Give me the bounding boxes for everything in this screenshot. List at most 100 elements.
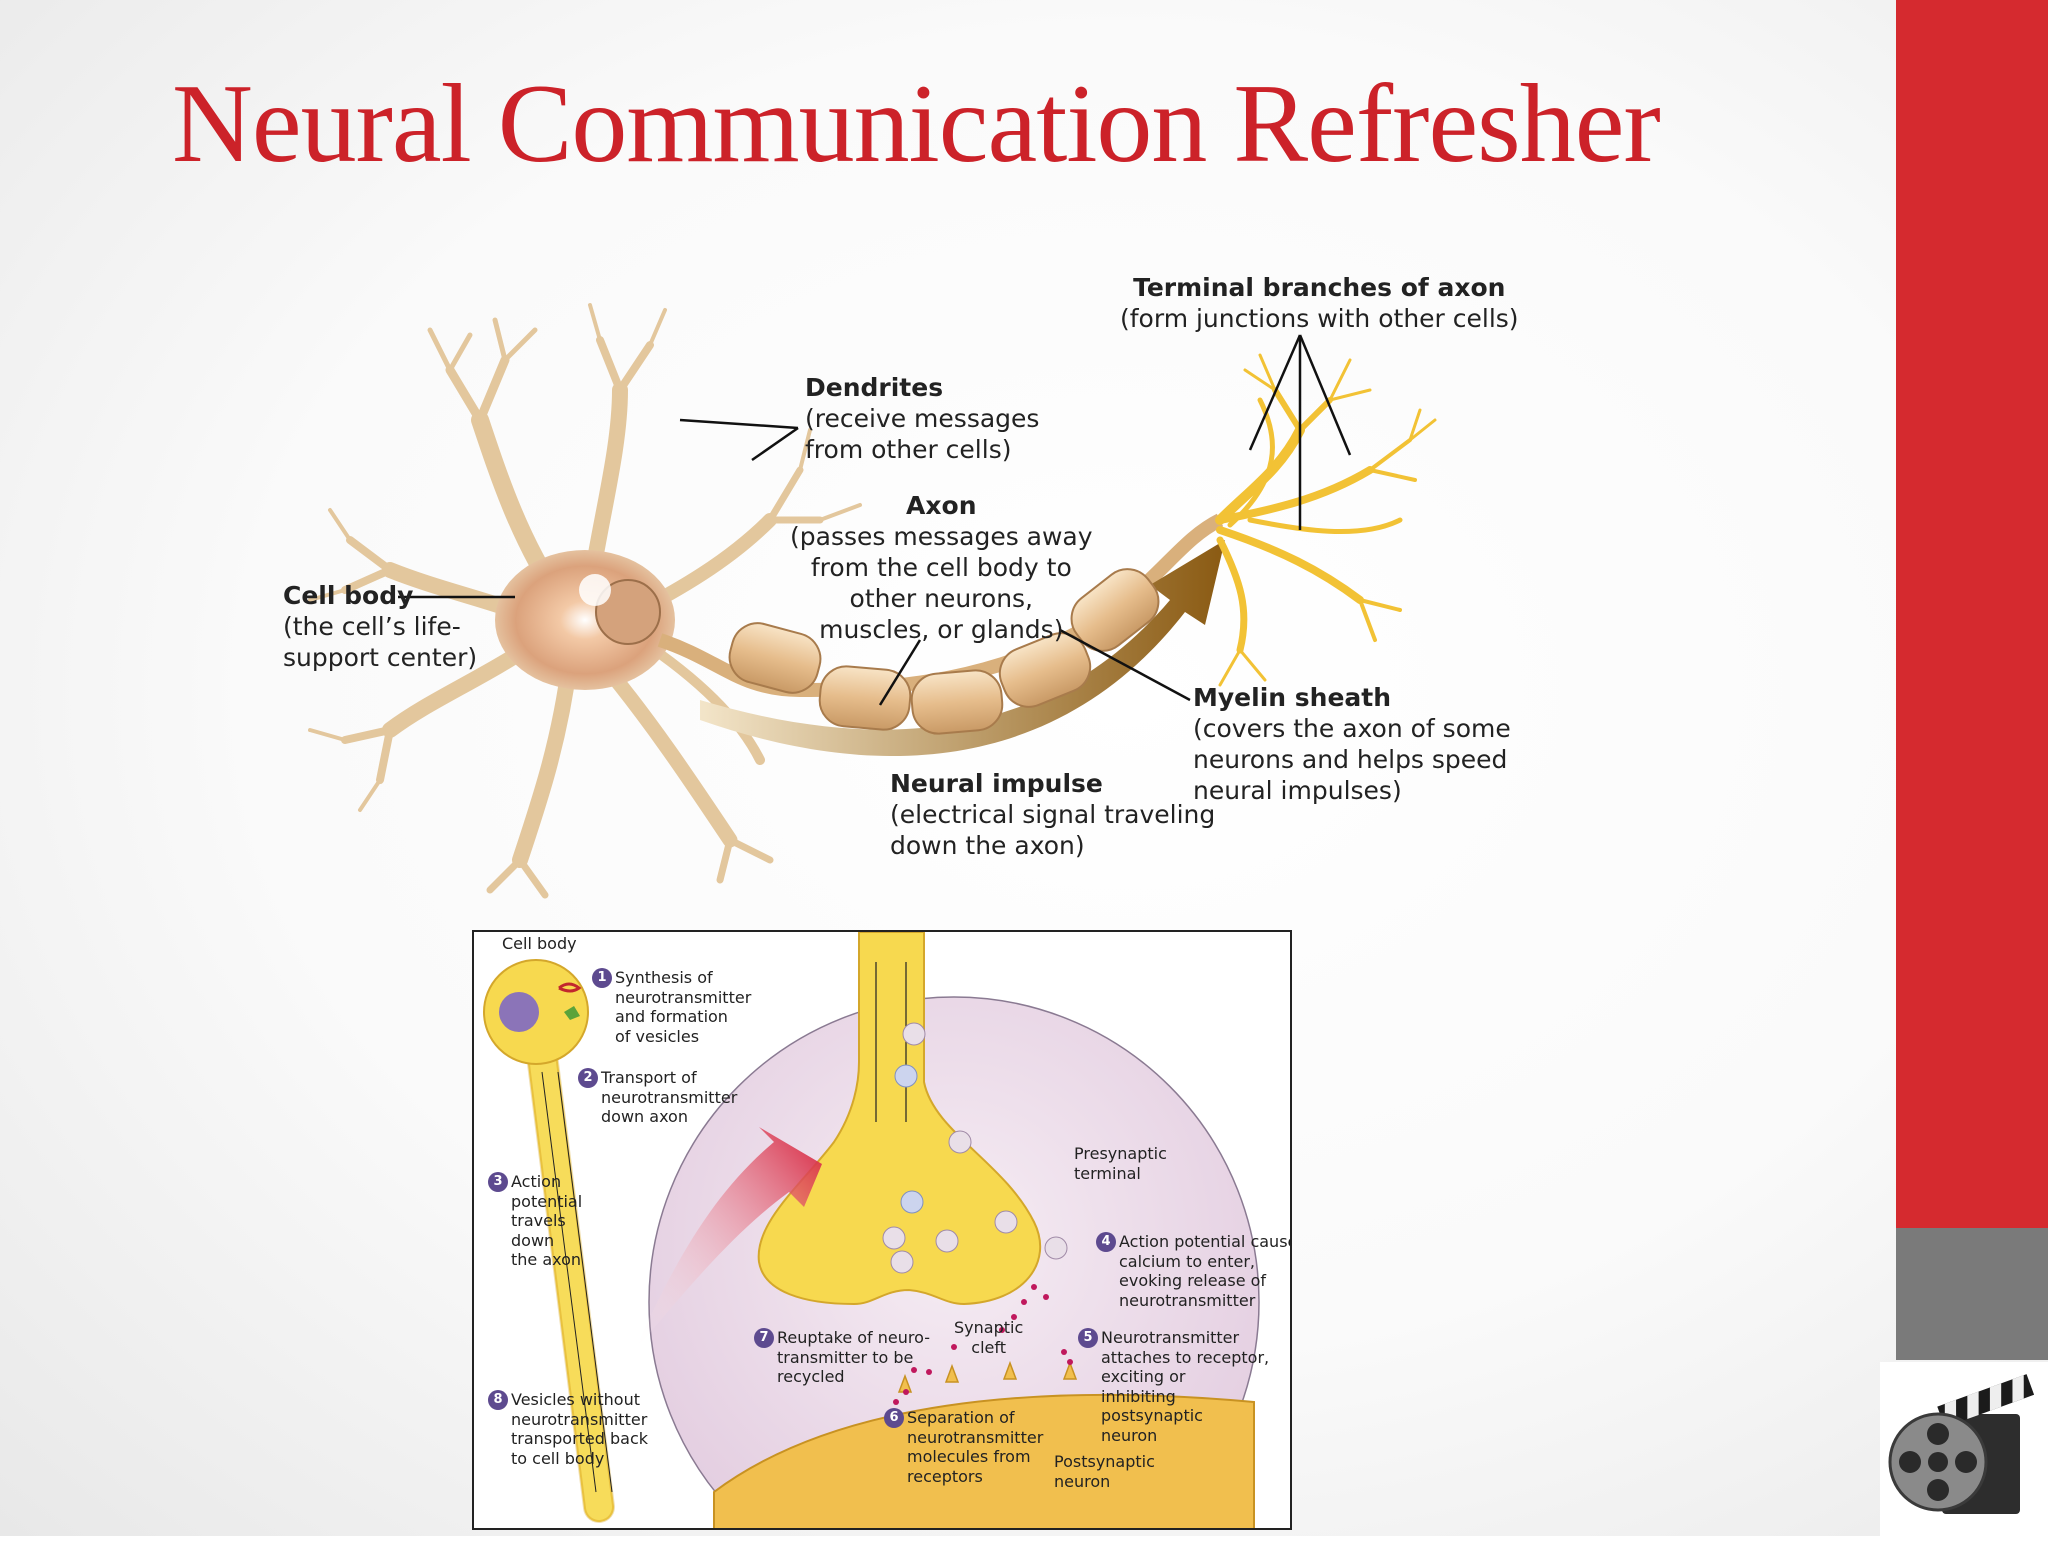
step-line: neurotransmitter (615, 987, 752, 1007)
label-terminal-title: Terminal branches of axon (1133, 273, 1506, 302)
step-line: evoking release of (1119, 1271, 1267, 1290)
magnify-arrow (634, 1127, 822, 1352)
label-impulse-line: (electrical signal traveling (890, 800, 1216, 829)
label-axon-line: (passes messages away (790, 522, 1093, 551)
step-4: 4 Action potential causes calcium to ent… (1096, 1232, 1292, 1310)
label-myelin-line: neural impulses) (1193, 776, 1402, 805)
step-line: and formation (615, 1007, 728, 1026)
receptors (897, 1360, 1078, 1393)
step-line: molecules from (907, 1447, 1031, 1466)
postsynaptic-neuron (713, 1393, 1255, 1528)
step-3: 3 Action potential travels down the axon (488, 1172, 582, 1270)
step-number-badge: 1 (592, 968, 612, 988)
postsynaptic-line: neuron (1054, 1471, 1111, 1491)
label-myelin-sheath: Myelin sheath (covers the axon of some n… (1193, 682, 1511, 806)
label-cell-body-title: Cell body (283, 581, 414, 610)
neural-impulse-arrow (700, 540, 1225, 757)
step-number-badge: 2 (578, 1068, 598, 1088)
page-title: Neural Communication Refresher (172, 62, 1661, 186)
step-line: neurotransmitter (511, 1409, 648, 1429)
step-line: transmitter to be (777, 1347, 914, 1367)
label-presynaptic-terminal: Presynaptic terminal (1074, 1144, 1167, 1183)
label-neural-impulse: Neural impulse (electrical signal travel… (890, 768, 1215, 861)
terminal-branches (1215, 353, 1437, 687)
step-number-badge: 7 (754, 1328, 774, 1348)
label-terminal-branches: Terminal branches of axon (form junction… (1120, 272, 1519, 334)
step-7: 7 Reuptake of neuro- transmitter to be r… (754, 1328, 930, 1387)
step-number-badge: 3 (488, 1172, 508, 1192)
label-impulse-line: down the axon) (890, 831, 1085, 860)
synapse-diagram (483, 932, 1260, 1528)
step-line: calcium to enter, (1119, 1251, 1256, 1271)
step-6: 6 Separation of neurotransmitter molecul… (884, 1408, 1043, 1486)
cleft-line: cleft (971, 1337, 1006, 1357)
small-neuron (483, 959, 615, 1523)
step-line: potential (511, 1191, 583, 1211)
film-reel-clapperboard-icon (1888, 1374, 2035, 1514)
step-line: exciting or (1101, 1367, 1186, 1386)
label-myelin-line: neurons and helps speed (1193, 745, 1508, 774)
step-2: 2 Transport of neurotransmitter down axo… (578, 1068, 737, 1127)
step-line: Reuptake of neuro- (777, 1328, 930, 1347)
step-line: inhibiting (1101, 1386, 1176, 1406)
step-line: recycled (777, 1367, 845, 1386)
vesicles (882, 1022, 1068, 1274)
label-axon-line: from the cell body to (810, 553, 1072, 582)
label-axon-line: muscles, or glands) (819, 615, 1064, 644)
step-8: 8 Vesicles without neurotransmitter tran… (488, 1390, 648, 1468)
step-line: attaches to receptor, (1101, 1347, 1270, 1367)
step-number-badge: 5 (1078, 1328, 1098, 1348)
step-line: postsynaptic (1101, 1406, 1203, 1425)
sidebar-accent-red (1896, 0, 2048, 1228)
step-line: transported back (511, 1429, 649, 1448)
step-line: the axon (511, 1250, 582, 1269)
presynaptic-line: terminal (1074, 1163, 1141, 1183)
label-cell-body: Cell body (the cell’s life- support cent… (283, 580, 477, 673)
step-line: neurotransmitter (1119, 1290, 1256, 1310)
video-link-button[interactable] (1880, 1362, 2048, 1536)
label-dendrites-title: Dendrites (805, 373, 944, 402)
step-line: travels (511, 1211, 566, 1230)
label-dendrites: Dendrites (receive messages from other c… (805, 372, 1039, 465)
step-line: Vesicles without (511, 1390, 640, 1409)
label-axon: Axon (passes messages away from the cell… (790, 490, 1093, 645)
label-postsynaptic-neuron: Postsynaptic neuron (1054, 1452, 1155, 1491)
label-cell-body-line: support center) (283, 643, 478, 672)
step-line: neuron (1101, 1425, 1158, 1445)
label-myelin-title: Myelin sheath (1193, 683, 1392, 712)
step-line: Action (511, 1172, 562, 1191)
label-axon-title: Axon (906, 491, 977, 520)
label-dendrites-line: from other cells) (805, 435, 1012, 464)
presynaptic-line: Presynaptic (1074, 1144, 1167, 1163)
neurotransmitter-molecules (893, 1284, 1073, 1405)
synapse-cell-body-label: Cell body (502, 934, 577, 953)
label-myelin-line: (covers the axon of some (1193, 714, 1511, 743)
label-cell-body-line: (the cell’s life- (283, 612, 461, 641)
postsynaptic-line: Postsynaptic (1054, 1452, 1155, 1471)
myelin-sheath-segments (728, 568, 1160, 735)
step-line: Neurotransmitter (1101, 1328, 1240, 1347)
label-impulse-title: Neural impulse (890, 769, 1103, 798)
step-line: neurotransmitter (907, 1427, 1044, 1447)
label-terminal-line: (form junctions with other cells) (1120, 304, 1519, 333)
nucleus (595, 579, 661, 645)
label-axon-line: other neurons, (849, 584, 1034, 613)
label-dendrites-line: (receive messages (805, 404, 1040, 433)
synapse-diagram-panel: Cell body 1 Synthesis of neurotransmitte… (472, 930, 1292, 1530)
label-pointer-lines (398, 334, 1352, 706)
step-line: down (511, 1230, 555, 1250)
step-line: Synthesis of (615, 968, 713, 987)
cleft-line: Synaptic (954, 1318, 1024, 1337)
step-line: Separation of (907, 1408, 1015, 1427)
step-number-badge: 6 (884, 1408, 904, 1428)
step-line: of vesicles (615, 1026, 700, 1046)
label-synaptic-cleft: Synaptic cleft (954, 1318, 1023, 1357)
step-line: Action potential causes (1119, 1232, 1292, 1251)
step-number-badge: 4 (1096, 1232, 1116, 1252)
step-5: 5 Neurotransmitter attaches to receptor,… (1078, 1328, 1269, 1445)
sidebar-accent-gray (1896, 1228, 2048, 1360)
step-line: receptors (907, 1466, 983, 1486)
step-1: 1 Synthesis of neurotransmitter and form… (592, 968, 751, 1046)
